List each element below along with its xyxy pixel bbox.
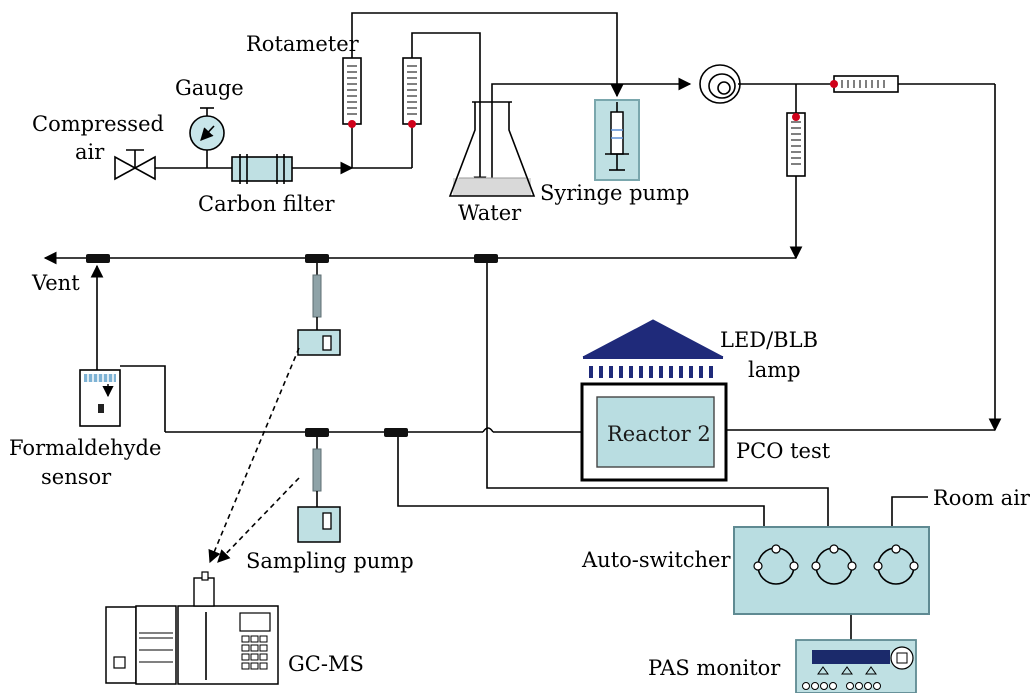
syringe-pump-label: Syringe pump (540, 181, 689, 205)
sampling-train-lower: Sampling pump (246, 437, 414, 573)
rotameter-horizontal-icon (830, 75, 899, 93)
syringe-pump-icon: Syringe pump (540, 99, 689, 205)
rotameter-2-icon (402, 57, 422, 128)
formaldehyde-sensor-icon: Formaldehyde sensor (9, 369, 161, 489)
mixing-coil-icon (699, 64, 741, 104)
reactor-label: Reactor 2 (607, 422, 711, 446)
pas-monitor-icon: PAS monitor (648, 639, 917, 693)
sampling-pump-label: Sampling pump (246, 549, 414, 573)
compressed-air-label-2: air (75, 140, 105, 164)
compressed-air-source: Compressed air (32, 112, 164, 164)
rotameter-label: Rotameter (246, 32, 360, 56)
water-label: Water (458, 201, 522, 225)
rotameter-3-icon (786, 112, 806, 177)
compressed-air-label-1: Compressed (32, 112, 164, 136)
reactor-2: Reactor 2 (580, 382, 728, 482)
auto-switcher-icon: Auto-switcher (581, 526, 930, 615)
line-couplers (86, 254, 498, 437)
room-air-label: Room air (933, 486, 1030, 510)
auto-switcher-label: Auto-switcher (581, 548, 731, 572)
formaldehyde-sensor-label-2: sensor (41, 465, 112, 489)
led-lamp-label-2: lamp (748, 358, 801, 382)
rotameter-1-icon (342, 57, 362, 128)
led-blb-lamp-icon: LED/BLB lamp (582, 319, 818, 382)
vent-label: Vent (31, 271, 80, 295)
sampling-train-upper (297, 263, 341, 356)
gc-ms-instrument-icon: GC-MS (105, 571, 364, 685)
gas-lines-top (43, 12, 1002, 432)
gauge-label: Gauge (175, 76, 244, 100)
carbon-filter-label: Carbon filter (198, 192, 336, 216)
led-lamp-label-1: LED/BLB (720, 328, 818, 352)
water-flask-icon: Water (448, 101, 536, 225)
pco-test-label: PCO test (736, 439, 831, 463)
valve-icon (114, 149, 156, 181)
pas-monitor-label: PAS monitor (648, 656, 781, 680)
carbon-filter-icon: Carbon filter (198, 154, 336, 216)
gc-ms-label: GC-MS (288, 652, 364, 676)
formaldehyde-sensor-label-1: Formaldehyde (9, 436, 161, 460)
sample-transfer-arrows (208, 347, 300, 564)
pressure-gauge-icon: Gauge (175, 76, 244, 168)
